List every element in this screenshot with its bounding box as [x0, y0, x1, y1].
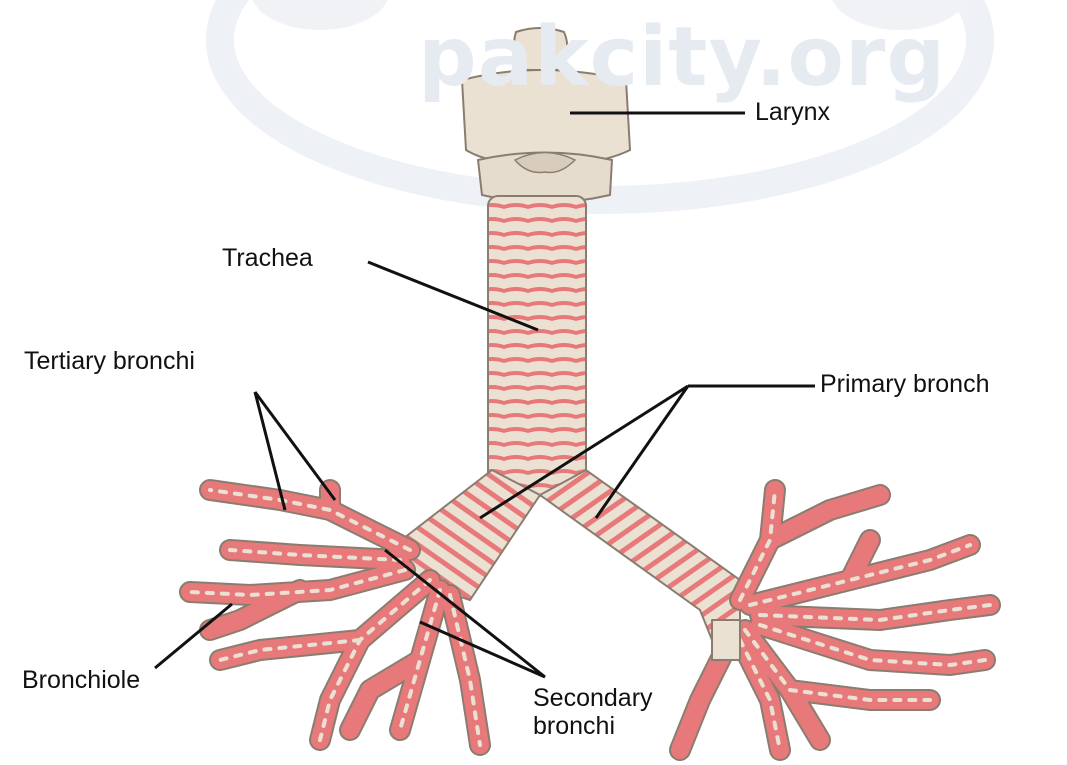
label-tertiary-bronchi: Tertiary bronchi [24, 348, 195, 376]
trachea [488, 196, 586, 496]
label-larynx: Larynx [755, 99, 830, 127]
right-bronchial-tree [680, 490, 990, 750]
watermark-text: pakcity.org [418, 10, 946, 105]
label-primary-bronchi: Primary bronch [820, 371, 990, 399]
label-bronchiole: Bronchiole [22, 667, 140, 695]
label-trachea: Trachea [222, 245, 313, 273]
leader-line-secondary-2 [420, 622, 545, 677]
label-secondary-bronchi: Secondary bronchi [533, 685, 723, 740]
leader-line-tertiary-2 [255, 392, 335, 500]
leader-line-primary-3 [596, 386, 688, 518]
right-primary-bronchus [540, 470, 740, 640]
